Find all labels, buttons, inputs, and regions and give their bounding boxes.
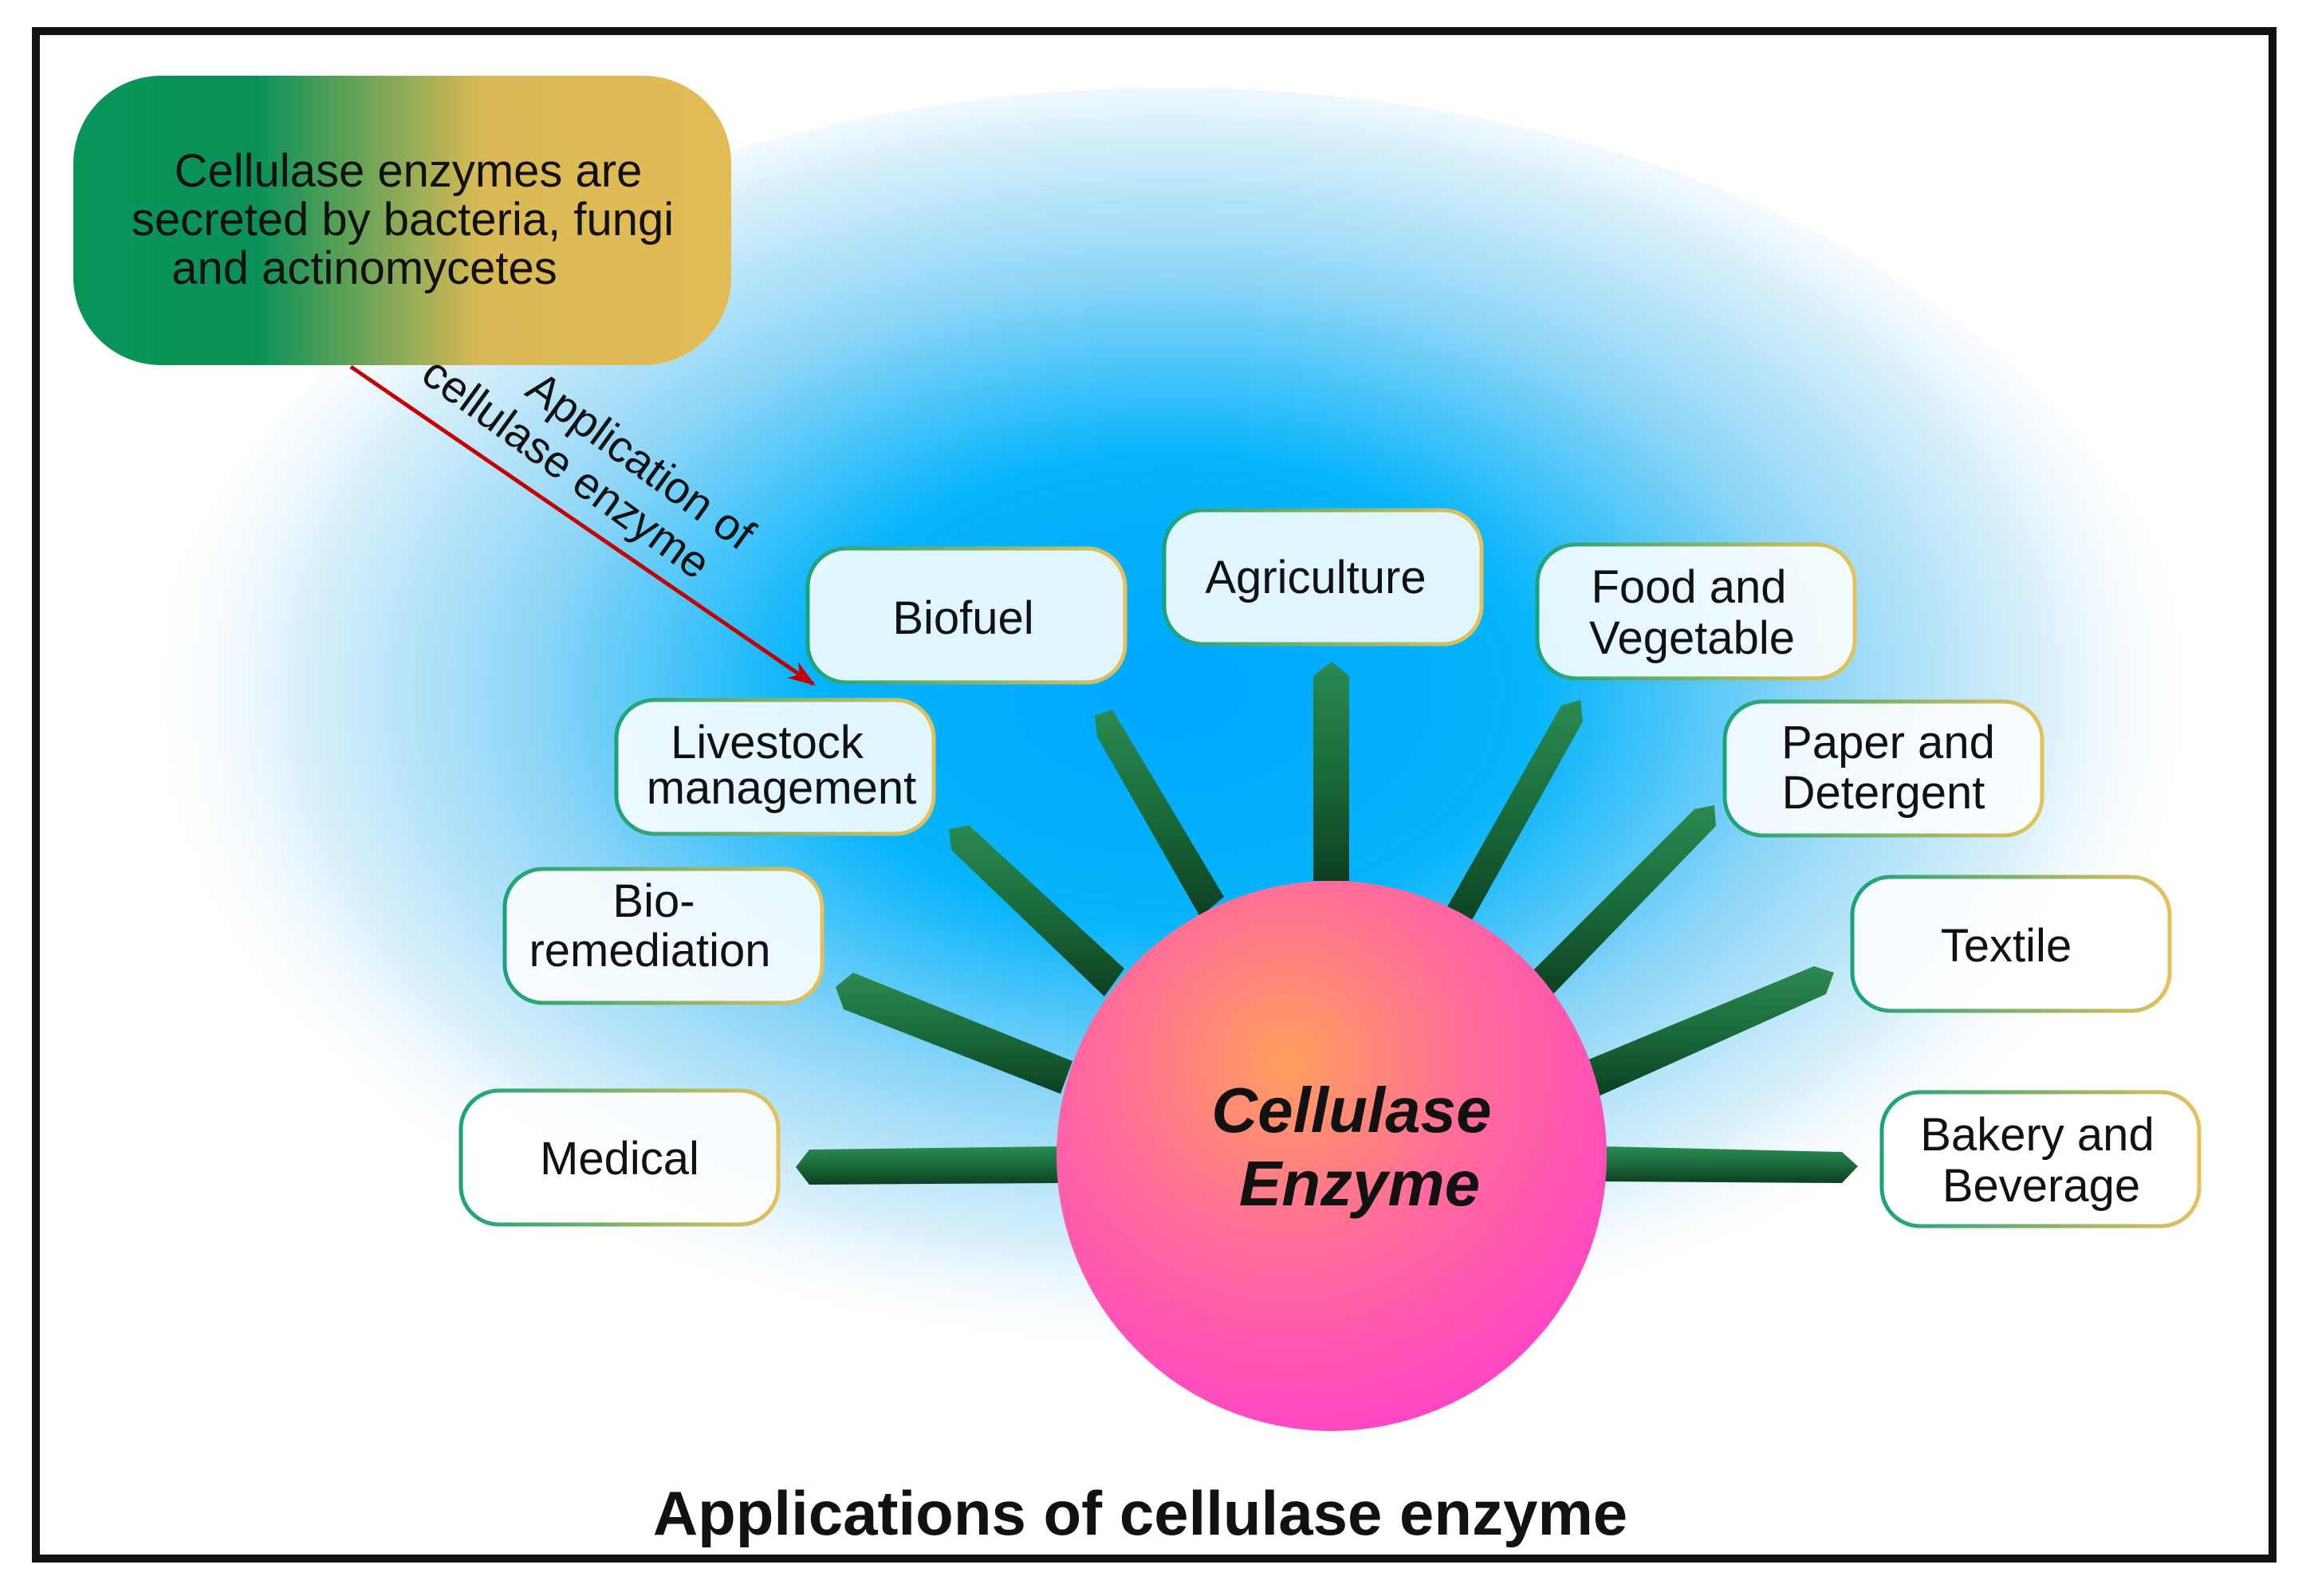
- spoke-bioremediation: [836, 973, 1072, 1094]
- center-node: Cellulase Enzyme: [1057, 881, 1607, 1431]
- app-label-biofuel: Biofuel: [892, 592, 1033, 644]
- source-line-1: Cellulase enzymes are: [175, 145, 643, 197]
- app-box-textile: Textile: [1850, 875, 2172, 1013]
- app-box-food: Food and Vegetable: [1535, 542, 1857, 681]
- app-box-agriculture: Agriculture: [1162, 508, 1484, 647]
- app-label-bioremediation-1: Bio-: [612, 875, 695, 927]
- spoke-livestock: [949, 825, 1124, 997]
- app-label-bakery-2: Beverage: [1942, 1160, 2140, 1212]
- app-label-livestock-1: Livestock: [671, 717, 864, 769]
- spoke-food: [1442, 700, 1583, 929]
- app-label-food-2: Vegetable: [1589, 612, 1795, 664]
- spokes: [796, 662, 1858, 1185]
- app-label-bakery-1: Bakery and: [1920, 1109, 2154, 1161]
- app-label-agriculture: Agriculture: [1205, 552, 1426, 603]
- app-label-livestock-2: management: [647, 762, 917, 814]
- spoke-bakery: [1603, 1146, 1858, 1183]
- app-label-medical: Medical: [540, 1133, 699, 1185]
- spoke-biofuel: [1095, 710, 1224, 917]
- spoke-medical: [796, 1146, 1061, 1185]
- spoke-paper: [1527, 805, 1716, 997]
- cellulase-enzyme-circle: [1057, 881, 1607, 1431]
- app-label-paper-2: Detergent: [1782, 767, 1985, 819]
- application-arrow: [349, 364, 816, 686]
- center-label-line-1: Cellulase: [1211, 1075, 1491, 1146]
- app-box-biofuel: Biofuel: [805, 546, 1127, 685]
- source-line-2: secreted by bacteria, fungi: [132, 194, 674, 246]
- app-label-textile: Textile: [1941, 920, 2072, 972]
- spoke-agriculture: [1313, 662, 1349, 881]
- app-label-food-1: Food and: [1591, 561, 1786, 613]
- diagram-title: Applications of cellulase enzyme: [653, 1478, 1627, 1548]
- app-label-bioremediation-2: remediation: [529, 925, 770, 977]
- source-box: Cellulase enzymes are secreted by bacter…: [73, 76, 731, 365]
- app-box-bakery: Bakery and Beverage: [1879, 1090, 2202, 1228]
- app-box-medical: Medical: [458, 1088, 781, 1227]
- source-line-3: and actinomycetes: [171, 242, 557, 294]
- app-box-bioremediation: Bio- remediation: [502, 867, 824, 1005]
- app-box-livestock: Livestock management: [614, 698, 936, 836]
- center-label-line-2: Enzyme: [1239, 1148, 1480, 1219]
- app-box-paper: Paper and Detergent: [1722, 699, 2044, 838]
- app-label-paper-1: Paper and: [1781, 717, 1995, 769]
- spoke-textile: [1587, 966, 1834, 1096]
